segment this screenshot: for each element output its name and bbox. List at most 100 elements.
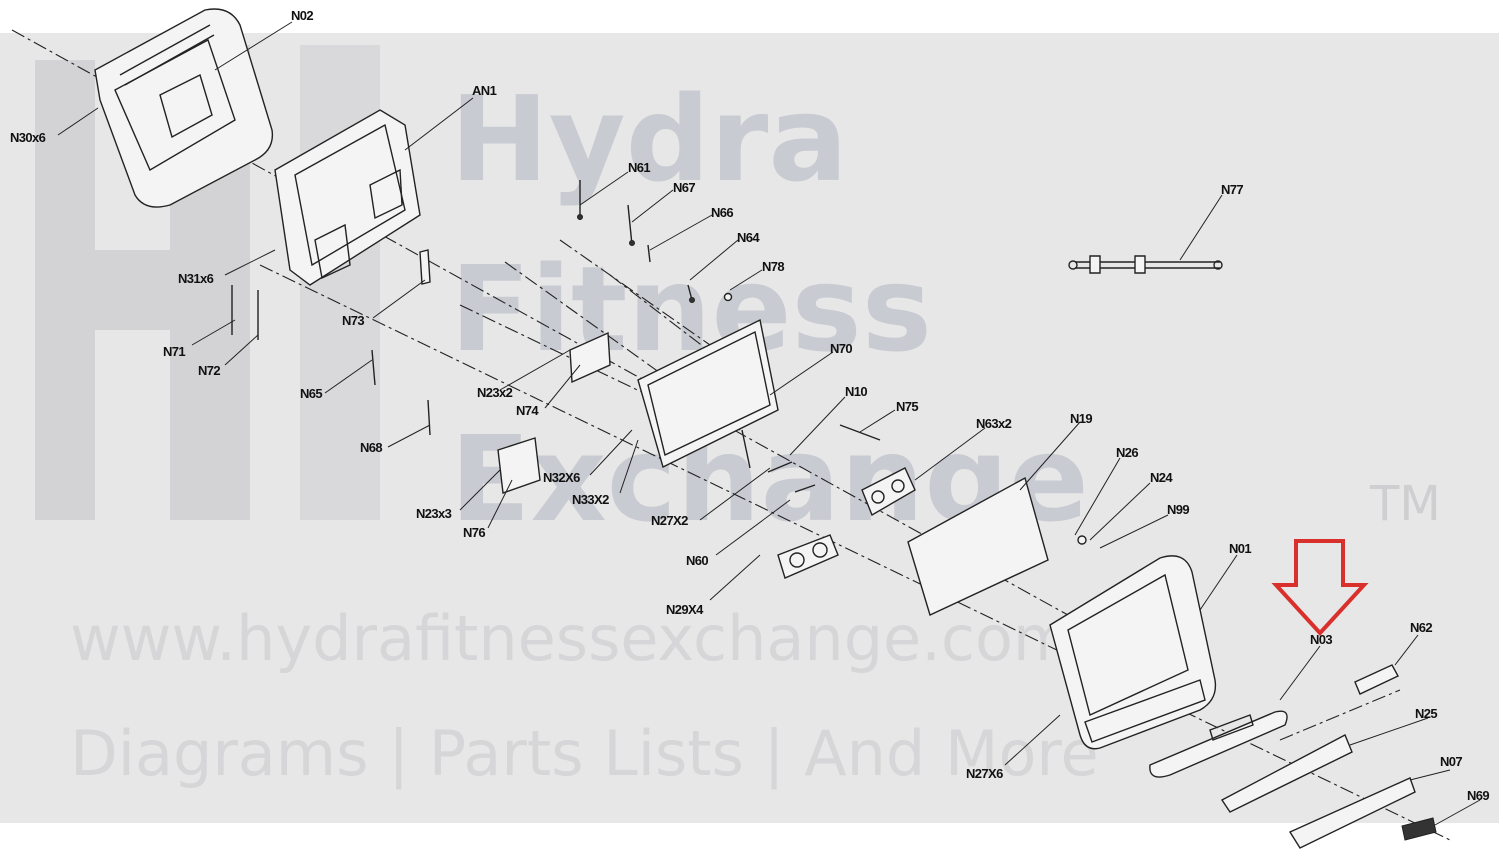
label-n07: N07 xyxy=(1440,754,1462,769)
label-n71: N71 xyxy=(163,344,185,359)
label-n26: N26 xyxy=(1116,445,1138,460)
n02-inner xyxy=(114,38,236,172)
axis-n62 xyxy=(1279,689,1401,741)
n02-vents xyxy=(119,24,215,86)
n71-n72-screws xyxy=(231,285,259,340)
an1-frame xyxy=(274,109,421,286)
an1-inner xyxy=(294,123,406,267)
label-n27x6: N27X6 xyxy=(966,766,1003,781)
label-n31x6: N31x6 xyxy=(178,271,214,286)
part-n70-display xyxy=(637,318,779,469)
n77-end xyxy=(1068,260,1078,270)
label-n19: N19 xyxy=(1070,411,1092,426)
axis-display-1 xyxy=(504,261,741,431)
leaders xyxy=(57,21,1481,826)
watermark-line1: Hydra xyxy=(450,70,848,208)
label-n32x6: N32X6 xyxy=(543,470,580,485)
label-n02: N02 xyxy=(291,8,313,23)
leader-lines xyxy=(57,21,1481,826)
speaker-cone xyxy=(789,552,805,568)
label-n23x2: N23x2 xyxy=(477,385,513,400)
part-n03-trim xyxy=(1149,710,1288,778)
label-n27x2: N27X2 xyxy=(651,513,688,528)
part-labels: N02 AN1 N30x6 N31x6 N71 N72 N73 N61 N67 … xyxy=(10,8,1490,803)
label-n70: N70 xyxy=(830,341,852,356)
n70-panel xyxy=(637,318,779,468)
screw-head xyxy=(689,297,695,303)
n75-n60-parts xyxy=(794,424,881,493)
speaker-cone xyxy=(812,542,828,558)
speaker-cone xyxy=(871,490,885,504)
part-n25 xyxy=(1220,734,1353,813)
label-n74: N74 xyxy=(516,403,539,418)
screws xyxy=(371,180,693,436)
n76-board xyxy=(497,437,541,494)
speaker-cone xyxy=(891,479,905,493)
down-arrow-icon xyxy=(1271,539,1369,636)
label-an1: AN1 xyxy=(472,83,497,98)
n77-end xyxy=(1213,260,1223,270)
label-n67: N67 xyxy=(673,180,695,195)
label-n61: N61 xyxy=(628,160,650,175)
label-n69: N69 xyxy=(1467,788,1489,803)
label-n03: N03 xyxy=(1310,632,1332,647)
label-n75: N75 xyxy=(896,399,918,414)
part-n19-overlay xyxy=(907,476,1049,616)
label-n29x4: N29X4 xyxy=(666,602,704,617)
part-n01-console xyxy=(1049,535,1217,750)
label-n76: N76 xyxy=(463,525,485,540)
watermark-tagline: Diagrams | Parts Lists | And More xyxy=(70,717,1099,791)
watermark-tm: TM xyxy=(1369,476,1441,532)
part-an1-bracket xyxy=(274,109,421,286)
part-n77-bar xyxy=(1068,255,1223,274)
label-n64: N64 xyxy=(737,230,760,245)
speakers xyxy=(767,424,916,579)
n73-pin xyxy=(419,249,431,285)
label-n72: N72 xyxy=(198,363,220,378)
n74-board xyxy=(569,331,611,384)
n02-recess xyxy=(159,74,213,139)
label-n33x2: N33X2 xyxy=(572,492,609,507)
label-n78: N78 xyxy=(762,259,784,274)
label-n99: N99 xyxy=(1167,502,1189,517)
n78-washer xyxy=(723,292,733,302)
label-n63x2: N63x2 xyxy=(976,416,1012,431)
label-n60: N60 xyxy=(686,553,708,568)
part-n69 xyxy=(1401,817,1437,841)
label-n10: N10 xyxy=(845,384,867,399)
label-n24: N24 xyxy=(1150,470,1173,485)
label-n62: N62 xyxy=(1410,620,1432,635)
label-n25: N25 xyxy=(1415,706,1437,721)
screw-head xyxy=(629,240,635,246)
watermark-url: www.hydrafitnessexchange.com xyxy=(70,602,1073,675)
n01-keypad-area xyxy=(1084,679,1206,743)
label-n77: N77 xyxy=(1221,182,1243,197)
n63-speaker xyxy=(861,467,916,517)
part-n62 xyxy=(1354,664,1399,695)
n01-housing xyxy=(1049,555,1217,750)
part-n02-rear-cover xyxy=(94,8,274,208)
n70-screen xyxy=(647,330,771,457)
an1-plates xyxy=(314,168,403,280)
label-n66: N66 xyxy=(711,205,733,220)
n01-screen-opening xyxy=(1067,573,1189,716)
n77-clips xyxy=(1089,255,1146,274)
label-n01: N01 xyxy=(1229,541,1251,556)
axis-lower xyxy=(259,264,1451,841)
label-n65: N65 xyxy=(300,386,322,401)
label-n23x3: N23x3 xyxy=(416,506,452,521)
screw-head xyxy=(577,214,583,220)
n10-connector xyxy=(767,461,793,473)
n29-speaker xyxy=(777,534,839,579)
hardware xyxy=(231,180,733,494)
n03-window xyxy=(1209,714,1254,741)
n99-part xyxy=(1077,535,1087,545)
label-n73: N73 xyxy=(342,313,364,328)
n70-ribbon xyxy=(741,429,751,469)
part-n07 xyxy=(1288,777,1416,849)
label-n68: N68 xyxy=(360,440,382,455)
n02-shell xyxy=(94,8,274,208)
trim-parts xyxy=(1149,664,1437,849)
label-n30x6: N30x6 xyxy=(10,130,46,145)
